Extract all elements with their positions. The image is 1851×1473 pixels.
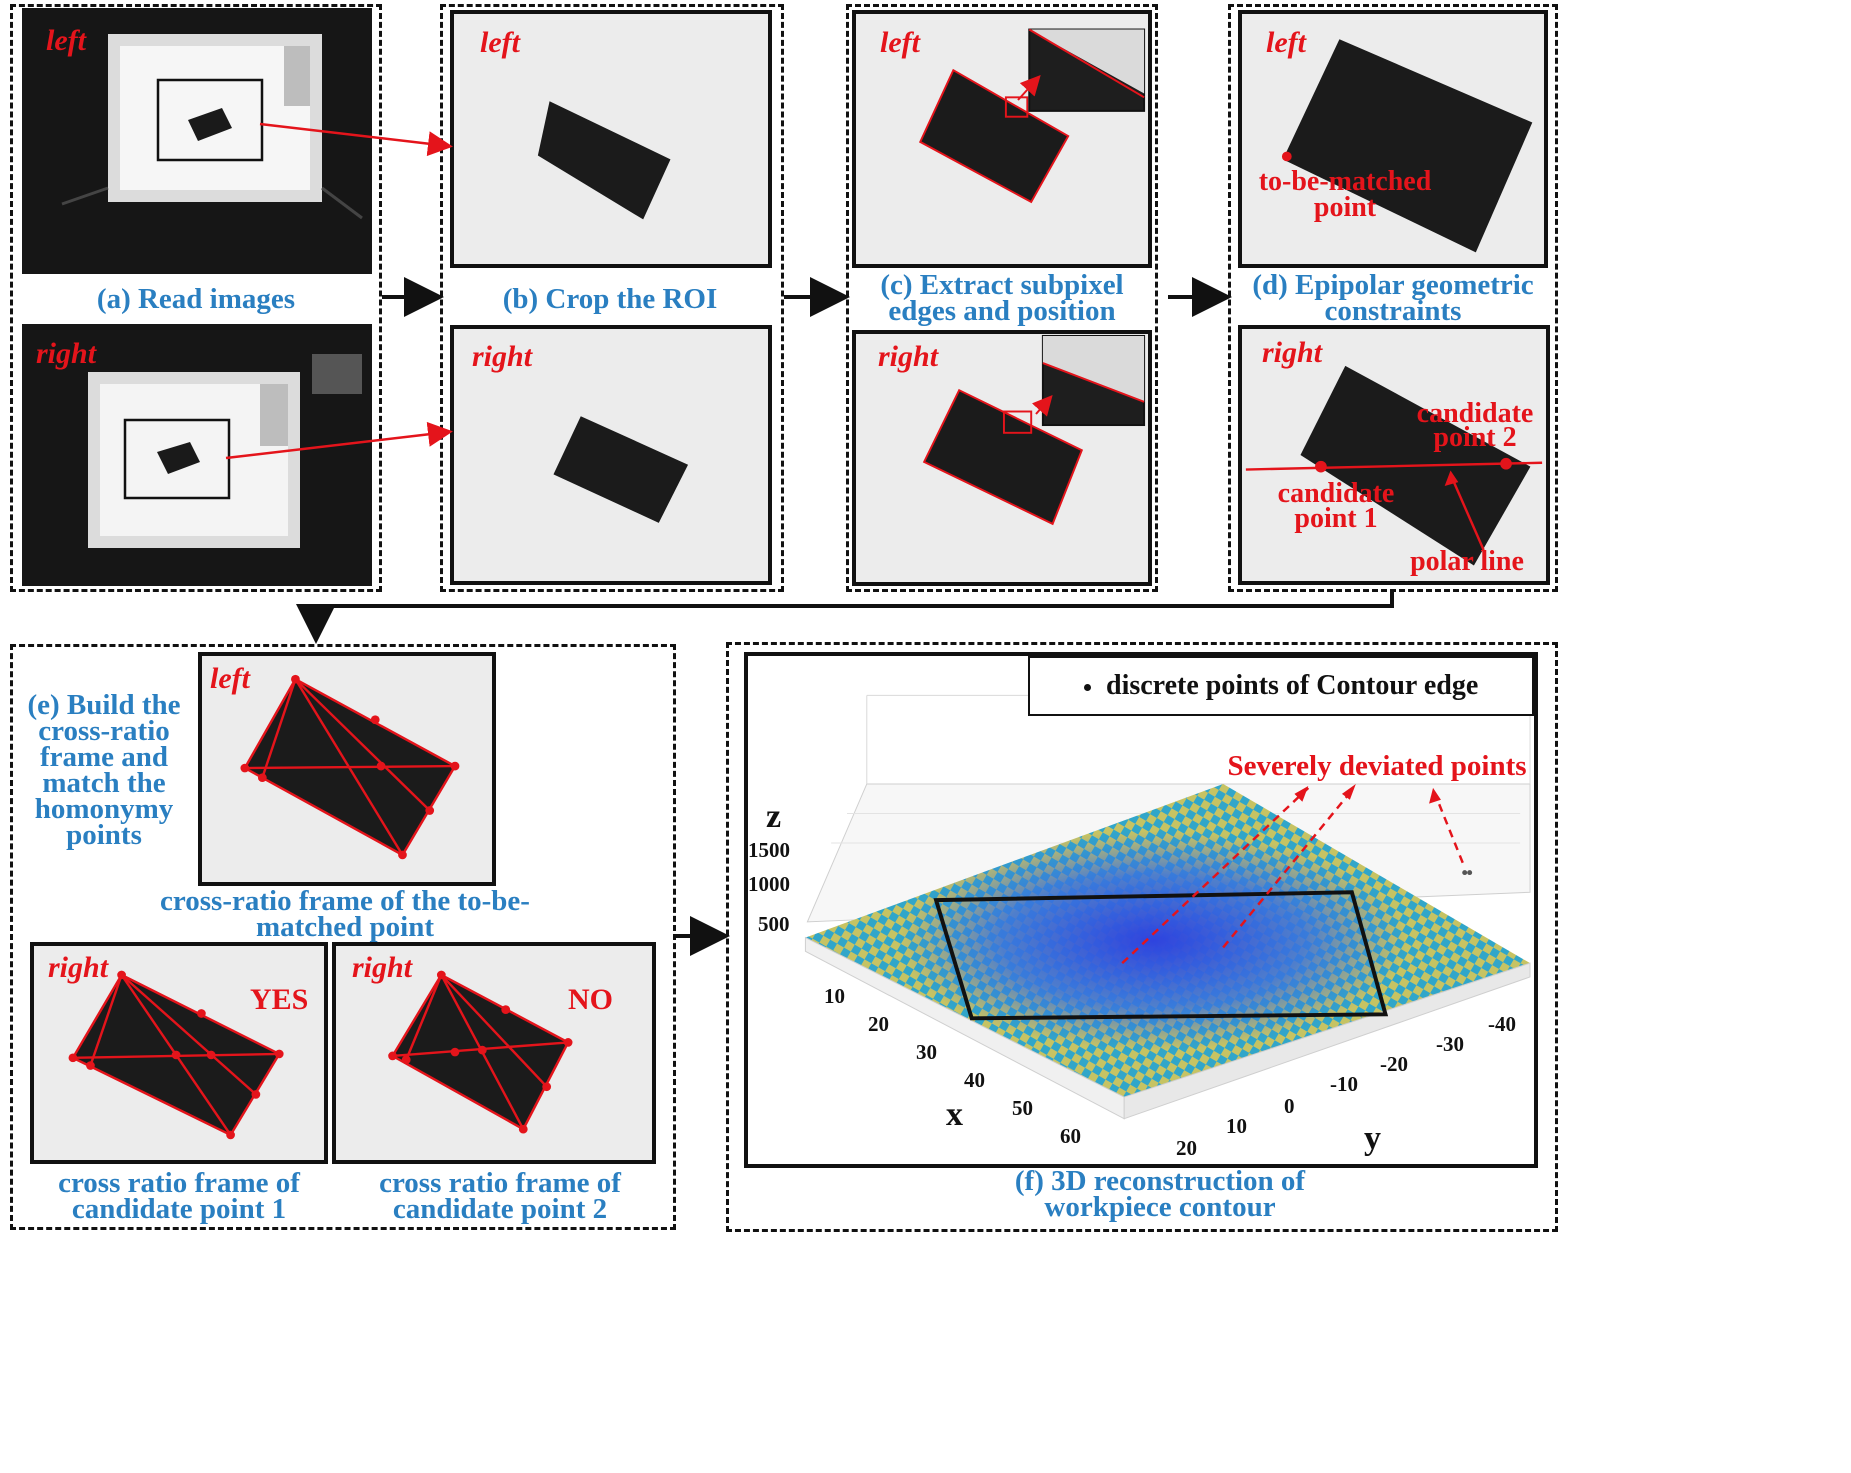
image-d-right — [1238, 325, 1550, 585]
x-tick-20: 20 — [868, 1012, 889, 1036]
caption-e-left-line1: cross-ratio frame of the to-be- — [160, 885, 530, 917]
panel-e-box — [10, 644, 676, 1230]
image-a-left-graphic — [22, 8, 372, 274]
annotation-severely-deviated: Severely deviated points — [1227, 750, 1527, 782]
image-b-right — [450, 325, 772, 585]
plot-legend: discrete points of Contour edge — [1028, 656, 1534, 716]
caption-e-c2-line2: candidate point 2 — [392, 1193, 608, 1225]
annotation-candidate1-line2: point 1 — [1294, 503, 1378, 534]
z-tick-1500: 1500 — [748, 838, 790, 862]
annotation-to-be-matched-line1: to-be-matched — [1258, 166, 1432, 197]
caption-e-line5: homonymy — [34, 793, 174, 825]
label-right-d: right — [1262, 336, 1323, 369]
image-c-right — [852, 330, 1152, 586]
image-e-candidate2-graphic — [336, 946, 652, 1160]
image-b-right-graphic — [454, 329, 768, 581]
annotation-to-be-matched-line2: point — [1313, 192, 1377, 223]
image-e-left-graphic — [202, 656, 492, 882]
annotation-candidate2-line2: point 2 — [1433, 422, 1517, 453]
plot-3d — [744, 652, 1538, 1168]
y-tick-neg40: -40 — [1488, 1012, 1516, 1036]
image-d-left-graphic — [1242, 14, 1544, 264]
axis-label-x: x — [946, 1096, 963, 1133]
annotation-polar-line: polar line — [1410, 546, 1524, 577]
label-left-a: left — [46, 24, 86, 57]
caption-e-line3: frame and — [39, 741, 169, 773]
annotation-candidate1-line1: candidate — [1277, 478, 1395, 509]
caption-c-line2: edges and position — [888, 295, 1116, 327]
x-tick-10: 10 — [824, 984, 845, 1008]
axis-label-y: y — [1364, 1120, 1381, 1157]
label-left-c: left — [880, 26, 920, 59]
caption-e-left-line2: matched point — [255, 911, 435, 943]
axis-label-z: z — [766, 798, 782, 835]
x-tick-50: 50 — [1012, 1096, 1033, 1120]
caption-e-line2: cross-ratio — [38, 715, 170, 747]
caption-e-c2-line1: cross ratio frame of — [379, 1167, 621, 1199]
legend-text: discrete points of Contour edge — [1106, 670, 1479, 701]
image-c-left-graphic — [856, 14, 1148, 264]
label-right-c: right — [878, 340, 939, 373]
caption-d-line1: (d) Epipolar geometric — [1252, 269, 1534, 301]
x-tick-30: 30 — [916, 1040, 937, 1064]
image-e-candidate1-graphic — [34, 946, 324, 1160]
image-d-left — [1238, 10, 1548, 268]
image-c-left — [852, 10, 1152, 268]
x-tick-60: 60 — [1060, 1124, 1081, 1148]
caption-d-line2: constraints — [1324, 295, 1462, 327]
caption-a: (a) Read images — [96, 283, 296, 315]
image-a-left — [22, 8, 372, 274]
caption-e-c1-line1: cross ratio frame of — [58, 1167, 300, 1199]
z-tick-1000: 1000 — [748, 872, 790, 896]
caption-f-line1: (f) 3D reconstruction of — [1014, 1165, 1306, 1197]
image-e-candidate1 — [30, 942, 328, 1164]
image-e-candidate2 — [332, 942, 656, 1164]
label-right-e1: right — [48, 951, 109, 984]
legend-marker — [1084, 684, 1091, 691]
label-left-b: left — [480, 26, 520, 59]
caption-f-line2: workpiece contour — [1044, 1191, 1276, 1223]
caption-e-line1: (e) Build the — [27, 689, 181, 721]
y-tick-0: 0 — [1284, 1094, 1295, 1118]
label-left-d: left — [1266, 26, 1306, 59]
caption-e-line4: match the — [42, 767, 166, 799]
label-left-e: left — [210, 662, 250, 695]
arrow-d-to-e — [296, 592, 1394, 644]
y-tick-20: 20 — [1176, 1136, 1197, 1160]
plot-3d-graphic — [804, 694, 1531, 1120]
caption-e-line6: points — [66, 819, 142, 851]
image-d-right-graphic — [1242, 329, 1546, 581]
label-right-a: right — [36, 337, 97, 370]
caption-b: (b) Crop the ROI — [502, 283, 718, 315]
caption-e-c1-line2: candidate point 1 — [71, 1193, 287, 1225]
caption-c-line1: (c) Extract subpixel — [880, 269, 1124, 301]
y-tick-10: 10 — [1226, 1114, 1247, 1138]
z-tick-500: 500 — [758, 912, 790, 936]
y-tick-neg20: -20 — [1380, 1052, 1408, 1076]
image-e-left — [198, 652, 496, 886]
y-tick-neg30: -30 — [1436, 1032, 1464, 1056]
image-b-left — [450, 10, 772, 268]
label-right-e2: right — [352, 951, 413, 984]
annotation-yes: YES — [250, 983, 309, 1016]
y-tick-neg10: -10 — [1330, 1072, 1358, 1096]
annotation-no: NO — [568, 983, 613, 1016]
x-tick-40: 40 — [964, 1068, 985, 1092]
panel-a-box — [10, 4, 382, 592]
image-c-right-graphic — [856, 334, 1148, 582]
image-b-left-graphic — [454, 14, 768, 264]
label-right-b: right — [472, 340, 533, 373]
annotation-candidate2-line1: candidate — [1416, 398, 1534, 429]
